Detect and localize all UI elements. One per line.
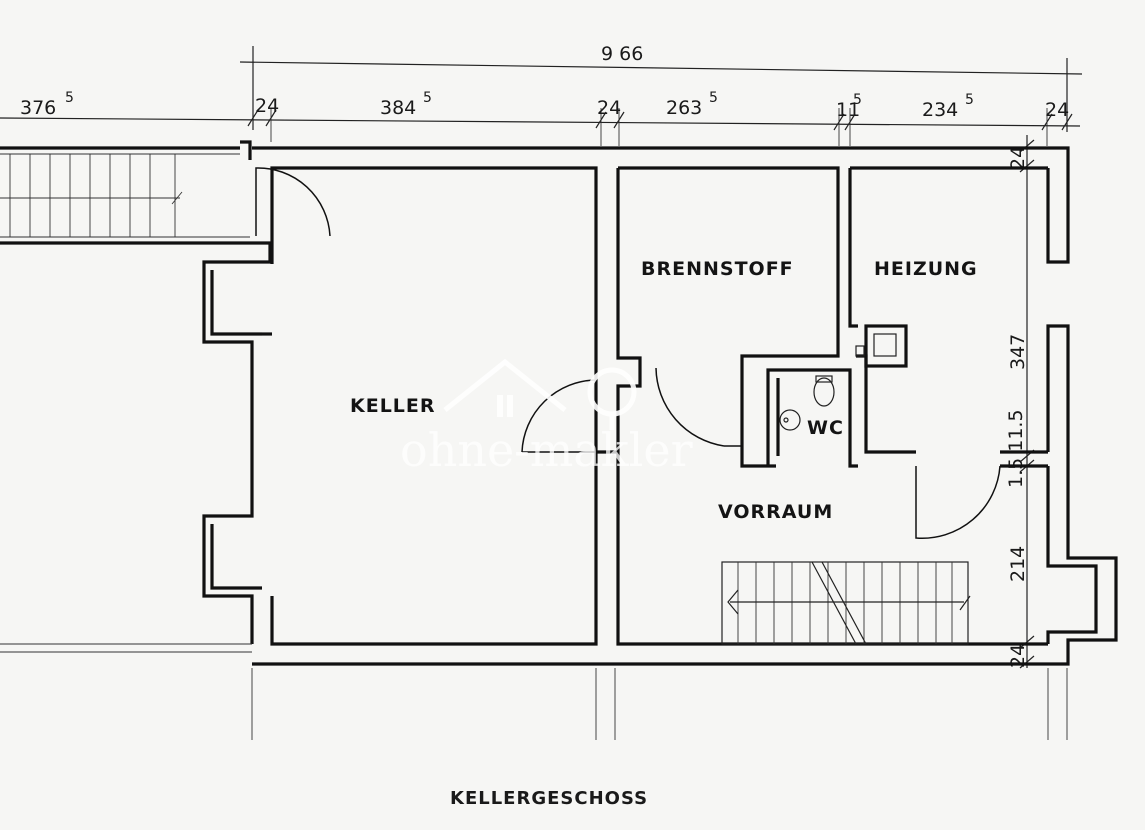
- dim-brennstoff-width: 263: [666, 97, 702, 119]
- dimension-lines: [0, 46, 1083, 740]
- dim-heizung-width-sup: 5: [965, 92, 974, 108]
- dim-brennstoff-width-sup: 5: [709, 90, 718, 106]
- dim-right-top-wall: 24: [1007, 146, 1029, 170]
- room-label-brennstoff: BRENNSTOFF: [641, 258, 794, 280]
- room-labels: KELLER BRENNSTOFF HEIZUNG WC VORRAUM: [350, 258, 978, 523]
- dim-wall-b: 24: [597, 97, 621, 119]
- doors: [255, 167, 1001, 539]
- dim-left-outside-sup: 5: [65, 90, 74, 106]
- dim-wall-c: 11: [836, 99, 860, 121]
- dimension-labels: 9 66 376 5 24 384 5 24 263 5 11 5 234 5 …: [20, 43, 1069, 668]
- dim-right-bottom-wall: 24: [1007, 644, 1029, 668]
- room-label-keller: KELLER: [350, 395, 436, 417]
- dim-heizung-width: 234: [922, 99, 958, 121]
- dim-wall-a: 24: [255, 95, 279, 117]
- plan-caption: KELLERGESCHOSS: [450, 788, 648, 809]
- dim-keller-width: 384: [380, 97, 416, 119]
- dim-left-outside: 376: [20, 97, 56, 119]
- room-label-heizung: HEIZUNG: [874, 258, 978, 280]
- room-label-wc: WC: [807, 417, 844, 439]
- dim-right-lower-depth: 214: [1007, 546, 1029, 582]
- vorraum-staircase: [721, 561, 971, 645]
- left-staircase: [0, 140, 272, 653]
- watermark-text: ohne-makler: [400, 423, 693, 477]
- dim-wall-c-sup: 5: [853, 92, 862, 108]
- dim-right-mid-wall: 1.5 11.5: [1005, 409, 1027, 488]
- dim-total-width: 9 66: [601, 43, 643, 65]
- wc-fixtures: [779, 375, 835, 431]
- watermark-logo: ohne-makler: [400, 358, 693, 477]
- dim-keller-width-sup: 5: [423, 90, 432, 106]
- dim-right-upper-depth: 347: [1007, 334, 1029, 370]
- room-label-vorraum: VORRAUM: [718, 501, 833, 523]
- dim-wall-d: 24: [1045, 99, 1069, 121]
